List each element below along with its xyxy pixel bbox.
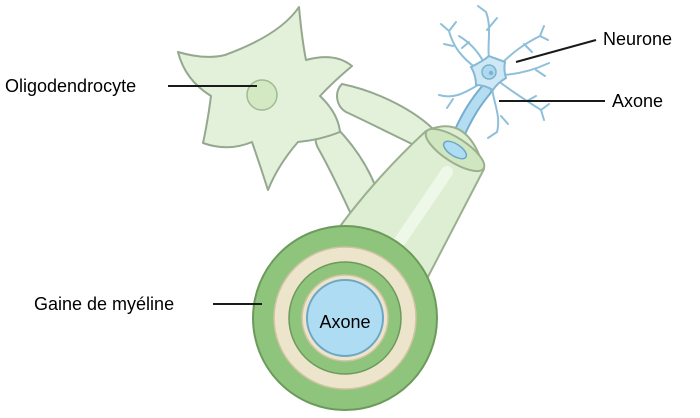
oligodendrocyte-label: Oligodendrocyte [5, 76, 137, 96]
axone-label: Axone [612, 91, 664, 111]
leader-line-neurone [515, 39, 597, 63]
axon-cross-section [306, 279, 384, 357]
oligodendrocyte-nucleus [246, 79, 278, 111]
gaine-de-myeline-label: Gaine de myéline [34, 294, 175, 314]
myelin-sheath-cross-section [252, 225, 438, 411]
neurone-label: Neurone [603, 29, 673, 49]
neuron-cell [438, 5, 550, 139]
oligodendrocyte-cell [177, 6, 353, 191]
neuron-nucleolus [488, 70, 494, 76]
tube-cap-axon [442, 140, 468, 160]
neuron-dendrites [438, 5, 550, 139]
axone-center-label: Axone [319, 312, 371, 332]
neuron-nucleus [481, 64, 497, 80]
tube-cap-group [424, 127, 486, 173]
